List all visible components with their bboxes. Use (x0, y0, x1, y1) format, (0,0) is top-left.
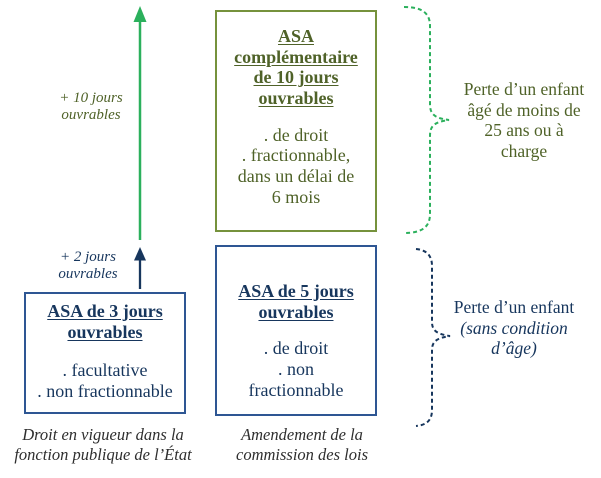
asa-3-days-box: ASA de 3 jours ouvrables . facultative .… (24, 292, 186, 414)
asa-3-days-title: ASA de 3 jours ouvrables (47, 301, 163, 342)
plus-2-days-label: + 2 jours ouvrables (58, 249, 118, 283)
caption-current-law: Droit en vigueur dans la fonction publiq… (14, 425, 192, 464)
asa-5-days-body: . de droit . non fractionnable (248, 338, 344, 400)
asa-complementary-body: . de droit . fractionnable, dans un déla… (237, 124, 355, 207)
asa-complementary-title: ASA complémentaire de 10 jours ouvrables (234, 26, 358, 109)
note-child-no-age-condition: Perte d’un enfant (sans condition d’âge) (438, 297, 590, 359)
green-dashed-brace-icon (403, 6, 450, 234)
note-child-no-age-line2: (sans condition d’âge) (460, 317, 568, 359)
asa-3-days-body: . facultative . non fractionnable (37, 360, 173, 402)
note-child-under-25: Perte d’un enfant âgé de moins de 25 ans… (463, 79, 585, 161)
blue-dashed-brace-icon (415, 248, 451, 427)
up-arrow-2-days-icon (134, 247, 146, 289)
caption-amendment: Amendement de la commission des lois (236, 425, 368, 464)
note-child-no-age-line1: Perte d’un enfant (453, 297, 575, 317)
plus-10-days-label: + 10 jours ouvrables (59, 90, 123, 124)
up-arrow-10-days-icon (133, 6, 147, 240)
asa-5-days-title: ASA de 5 jours ouvrables (238, 281, 354, 322)
asa-5-days-box: ASA de 5 jours ouvrables . de droit . no… (215, 245, 377, 416)
asa-complementary-box: ASA complémentaire de 10 jours ouvrables… (215, 10, 377, 232)
